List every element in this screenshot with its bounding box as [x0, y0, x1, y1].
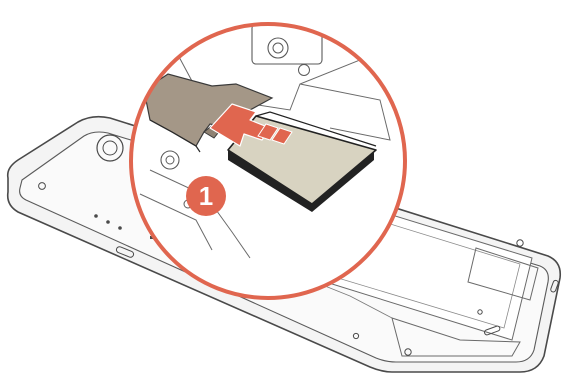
screw-top-right: [517, 240, 523, 246]
magnified-callout: [131, 18, 405, 298]
step-badge: 1: [186, 176, 226, 216]
step-number: 1: [199, 181, 213, 211]
hole-1: [94, 214, 98, 218]
hole-2: [106, 220, 110, 224]
hole-3: [118, 226, 122, 230]
